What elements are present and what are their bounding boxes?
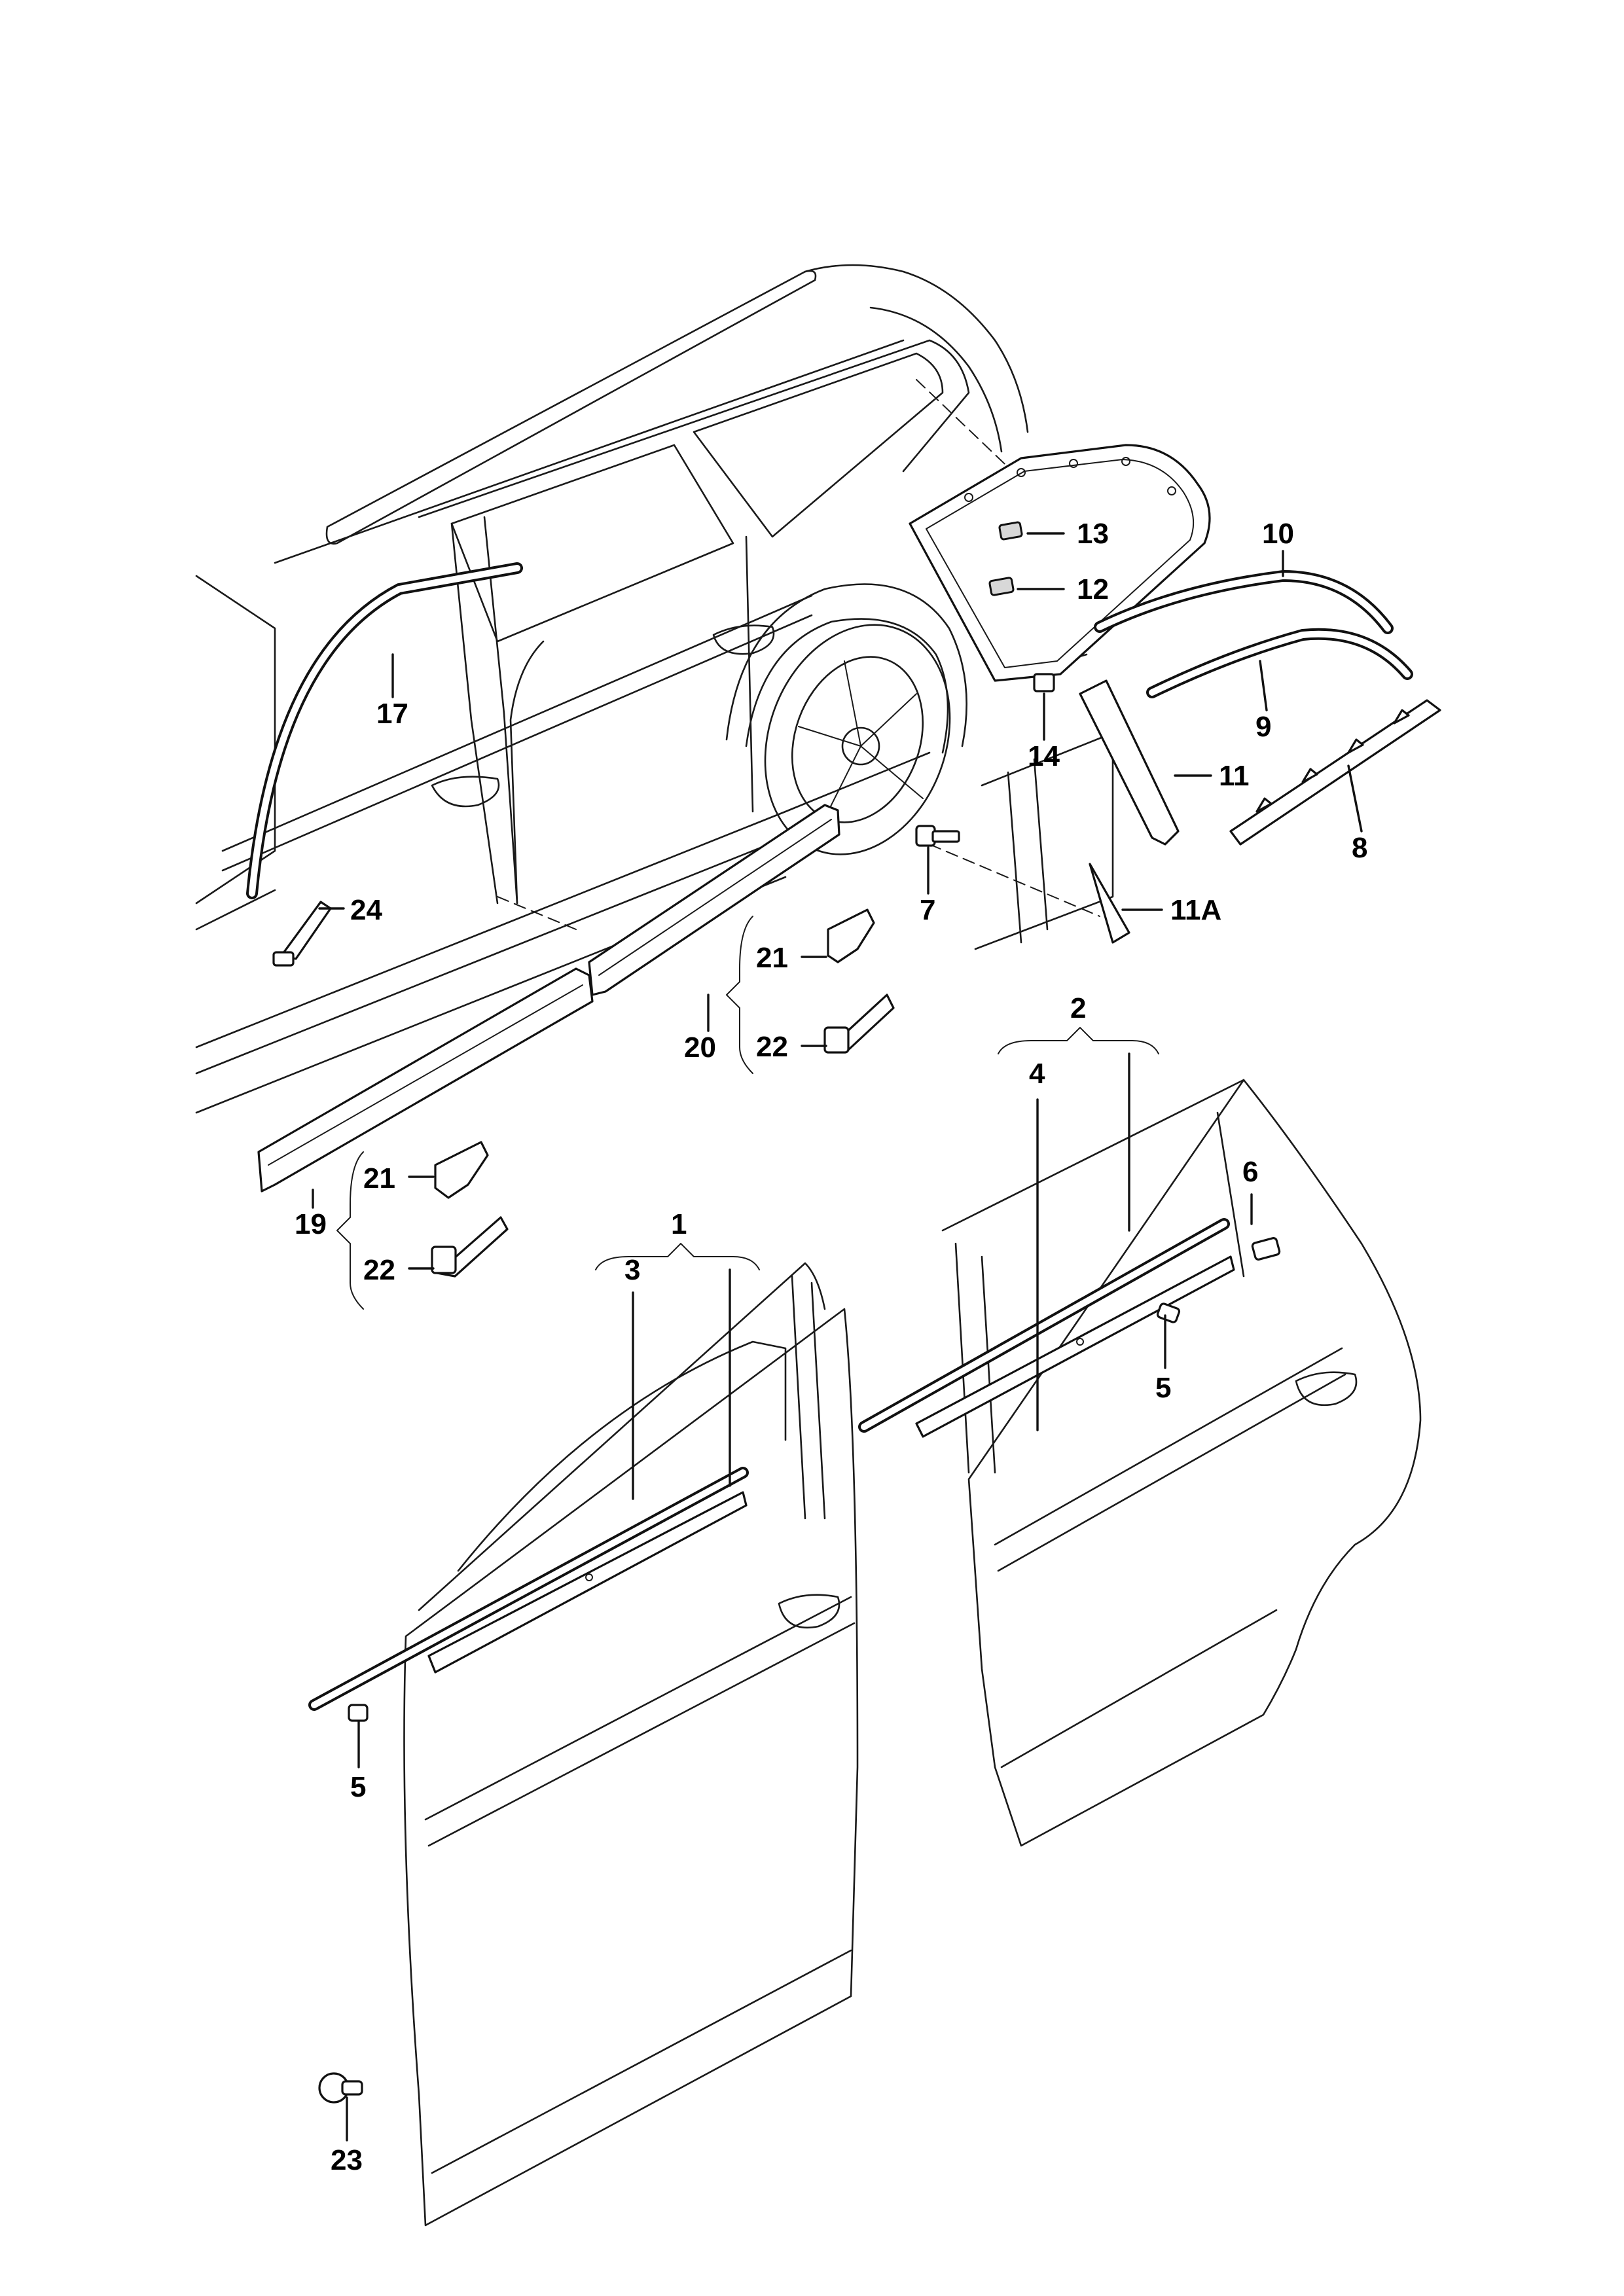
callout-24: 24 (350, 894, 382, 926)
bracket-19 (336, 1151, 364, 1310)
front-door (403, 1262, 859, 2227)
leader-lines (312, 532, 1363, 2142)
bracket-group-1 (595, 1243, 760, 1270)
callout-6: 6 (1242, 1156, 1258, 1188)
clip-rail-8 (1229, 699, 1441, 846)
rear-outer-strip-4 (858, 1218, 1230, 1433)
callout-7: 7 (920, 894, 935, 926)
callout-1: 1 (671, 1208, 687, 1240)
front-inner-strip-1 (427, 1491, 748, 1674)
callout-23: 23 (331, 2144, 363, 2176)
callout-4: 4 (1029, 1058, 1045, 1090)
callout-22-upper: 22 (756, 1031, 788, 1063)
rear-inner-strip-2 (915, 1255, 1235, 1438)
rear-door (941, 1079, 1422, 1847)
clip-21-upper (827, 908, 875, 963)
callout-21-lower: 21 (363, 1162, 395, 1194)
trim-strip-9 (1146, 628, 1413, 698)
callout-5-front: 5 (350, 1771, 366, 1803)
clip-22-upper (823, 994, 895, 1054)
plug-5-rear (1156, 1302, 1181, 1323)
clip-22-lower (431, 1216, 509, 1278)
callout-8: 8 (1352, 832, 1367, 864)
cap-6 (1251, 1237, 1281, 1261)
callout-11A: 11A (1170, 894, 1221, 926)
callout-9: 9 (1255, 711, 1271, 743)
callout-2: 2 (1070, 992, 1086, 1024)
callout-19: 19 (295, 1208, 327, 1240)
door-frame-strip-17 (246, 562, 523, 899)
plug-23 (318, 2072, 363, 2104)
callout-17: 17 (376, 698, 408, 730)
callout-3: 3 (624, 1254, 640, 1286)
callout-5-rear: 5 (1155, 1372, 1171, 1404)
front-outer-strip-3 (308, 1467, 749, 1711)
sill-moulding-19 (257, 967, 594, 1193)
clip-13 (998, 521, 1023, 541)
sill-moulding-20 (588, 804, 840, 996)
callout-labels: 13 12 10 9 8 11 11A 14 7 17 24 20 21 22 … (295, 518, 1367, 2176)
callout-20: 20 (684, 1031, 716, 1064)
callout-21-upper: 21 (756, 942, 788, 974)
trim-strip-10 (1094, 569, 1394, 634)
clip-21-lower (434, 1141, 489, 1199)
clip-14 (1033, 673, 1055, 692)
callout-10: 10 (1262, 518, 1294, 550)
car-body-outline (195, 264, 1114, 1114)
callout-14: 14 (1028, 740, 1060, 772)
callout-11: 11 (1219, 760, 1250, 792)
callout-22-lower: 22 (363, 1254, 395, 1286)
pillar-trim-11 (1079, 679, 1180, 846)
plug-5-front (348, 1704, 369, 1722)
moulding-clip-24 (272, 901, 332, 967)
bolt-7 (915, 825, 960, 847)
quarter-window-frame (909, 444, 1211, 682)
bracket-20 (726, 916, 753, 1074)
callout-12: 12 (1077, 573, 1109, 605)
triangle-trim-11A (1089, 863, 1130, 944)
bracket-group-2 (998, 1027, 1159, 1054)
callout-13: 13 (1077, 518, 1109, 550)
clip-12 (988, 577, 1015, 596)
